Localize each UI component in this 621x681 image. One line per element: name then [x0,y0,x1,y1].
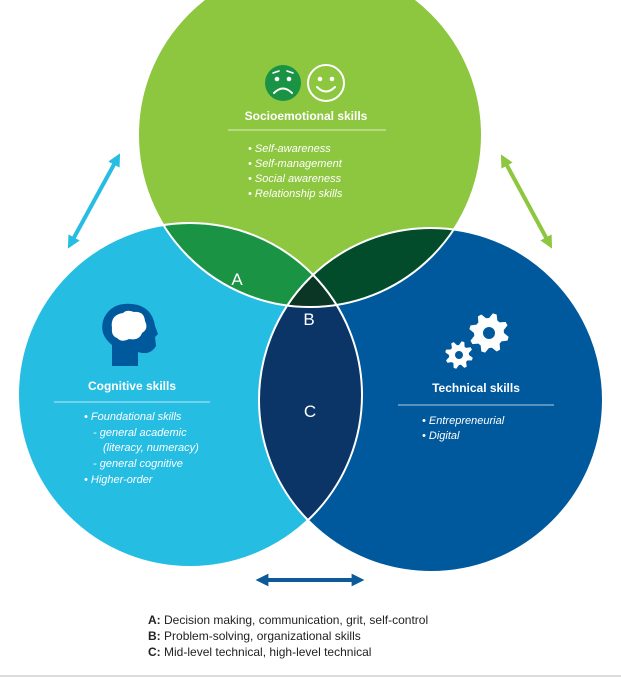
technical-circle [259,228,603,572]
overlap-c-label: C [304,402,316,421]
legend-key-a: A: [148,613,161,627]
overlap-a-label: A [231,270,243,289]
happy-face-icon [307,64,345,102]
legend-key-b: B: [148,629,161,643]
legend-text-b: Problem-solving, organizational skills [164,629,361,643]
legend-item-a: A: Decision making, communication, grit,… [148,612,428,628]
socioemotional-bullet-1: • Self-awareness [248,143,331,155]
arrow-cognitive-socioemotional [67,153,121,249]
socioemotional-bullet-4: • Relationship skills [248,188,343,200]
legend: A: Decision making, communication, grit,… [148,612,428,660]
gears-icon [445,313,509,369]
cognitive-title: Cognitive skills [88,379,176,393]
cognitive-bullet-4: - general cognitive [93,458,183,470]
sad-face-icon [265,65,301,101]
cognitive-bullet-3: (literacy, numeracy) [103,442,199,454]
technical-title: Technical skills [432,381,520,395]
technical-bullet-2: • Digital [422,430,460,442]
legend-item-b: B: Problem-solving, organizational skill… [148,628,428,644]
cognitive-bullet-1: • Foundational skills [84,411,182,423]
technical-bullet-1: • Entrepreneurial [422,415,505,427]
circle-outlines [17,0,604,573]
venn-diagram: Socioemotional skills • Self-awareness •… [17,0,604,587]
socioemotional-bullet-2: • Self-management [248,158,343,170]
gear-small-shape [445,341,473,369]
cognitive-bullet-5: • Higher-order [84,474,154,486]
legend-text-c: Mid-level technical, high-level technica… [164,645,372,659]
legend-key-c: C: [148,645,161,659]
socioemotional-title: Socioemotional skills [245,109,368,123]
arrow-socioemotional-technical [500,154,553,249]
overlap-b-label: B [303,310,314,329]
cognitive-bullet-2: - general academic [93,427,187,439]
socioemotional-bullet-3: • Social awareness [248,173,342,185]
head-brain-icon [102,303,158,366]
cognitive-circle [18,223,362,567]
bottom-divider [0,675,621,677]
gear-large-shape [469,313,509,353]
legend-text-a: Decision making, communication, grit, se… [164,613,429,627]
legend-item-c: C: Mid-level technical, high-level techn… [148,644,428,660]
